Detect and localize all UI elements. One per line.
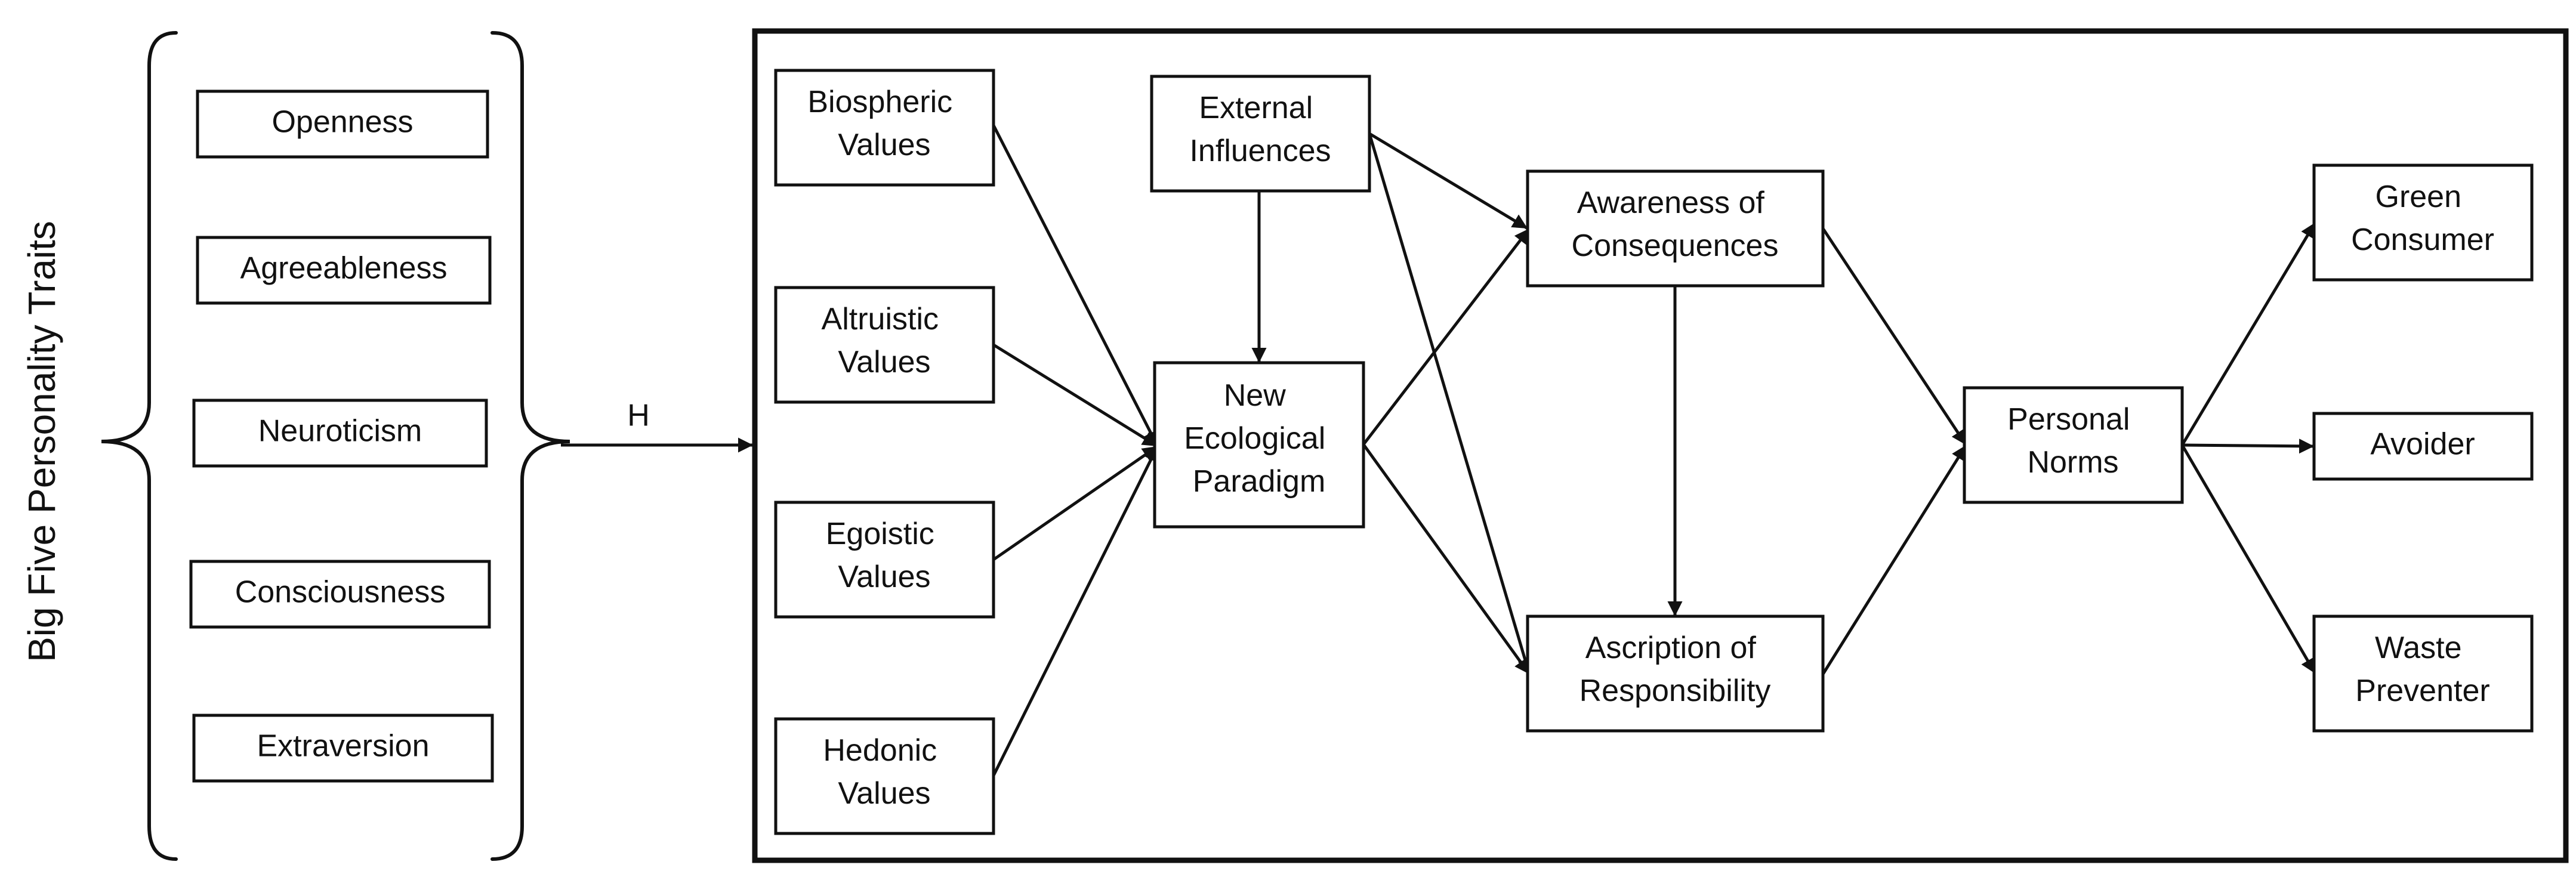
node-egoistic-values-line2: Values <box>838 560 930 594</box>
node-green-consumer: Green Consumer <box>2312 163 2534 282</box>
svg-text:Altruistic Values: Altruistic Values <box>822 302 948 379</box>
node-biospheric-values-line1: Biospheric <box>807 85 952 119</box>
node-external-influences-line1: External <box>1199 91 1313 125</box>
node-green-consumer-line2: Consumer <box>2351 223 2494 257</box>
svg-text:Ascription of Responsibi: Ascription of Responsibility <box>1579 631 1771 708</box>
left-brace <box>101 31 178 861</box>
trait-extraversion: Extraversion <box>192 714 494 783</box>
node-altruistic-values: Altruistic Values <box>774 286 995 404</box>
node-awareness-line1: Awareness of <box>1577 186 1765 220</box>
edge-egoistic-to-nep <box>992 444 1159 561</box>
link-h-label: H <box>627 399 650 433</box>
svg-text:External Influences: External Influences <box>1189 91 1331 168</box>
edge-norms-to-avoider <box>2182 438 2315 454</box>
edge-hedonic-to-nep <box>992 445 1159 777</box>
node-ascription-line2: Responsibility <box>1579 674 1771 708</box>
node-awareness-of-consequences: Awareness of Consequences <box>1526 169 1825 288</box>
node-hedonic-values-line1: Hedonic <box>823 733 937 768</box>
node-ascription-line1: Ascription of <box>1585 631 1757 665</box>
edge-nep-to-awareness <box>1362 227 1531 446</box>
svg-text:New Ecological Par: New Ecological Paradigm <box>1184 378 1334 499</box>
right-brace <box>490 31 570 861</box>
edge-nep-to-ascription <box>1362 443 1531 675</box>
node-egoistic-values: Egoistic Values <box>774 501 995 619</box>
edge-biospheric-to-nep <box>992 124 1159 447</box>
svg-text:Egoistic Values: Egoistic Values <box>826 517 943 594</box>
node-altruistic-values-line2: Values <box>838 345 930 379</box>
svg-text:Waste Preventer: Waste Preventer <box>2355 631 2489 708</box>
node-egoistic-values-line1: Egoistic <box>826 517 934 551</box>
trait-consciousness: Consciousness <box>189 560 491 629</box>
node-personal-norms-line1: Personal <box>2007 402 2130 437</box>
node-nep-line2: Ecological <box>1184 421 1325 456</box>
svg-text:Biospheric Values: Biospheric Values <box>807 85 961 162</box>
node-personal-norms: Personal Norms <box>1963 386 2184 504</box>
node-biospheric-values: Biospheric Values <box>774 69 995 187</box>
node-awareness-line2: Consequences <box>1572 228 1779 263</box>
trait-openness-label: Openness <box>272 105 413 140</box>
node-altruistic-values-line1: Altruistic <box>822 302 939 336</box>
edges-layer <box>992 124 2317 777</box>
node-avoider: Avoider <box>2312 412 2534 481</box>
trait-extraversion-label: Extraversion <box>257 729 430 764</box>
edge-norms-to-waste <box>2180 444 2317 675</box>
side-title: Big Five Personality Traits <box>20 221 63 662</box>
node-external-influences: External Influences <box>1150 75 1371 193</box>
trait-agreeableness: Agreeableness <box>196 236 492 305</box>
trait-neuroticism: Neuroticism <box>192 399 488 468</box>
trait-consciousness-label: Consciousness <box>235 575 446 610</box>
node-green-consumer-line1: Green <box>2376 180 2462 214</box>
trait-openness: Openness <box>196 89 489 159</box>
edge-altruistic-to-nep <box>992 343 1159 448</box>
node-avoider-label: Avoider <box>2370 427 2475 462</box>
svg-text:Green Consumer: Green Consumer <box>2351 180 2494 257</box>
svg-text:Hedonic Values: Hedonic Values <box>823 733 945 811</box>
edge-external-to-awareness <box>1368 132 1529 230</box>
node-biospheric-values-line2: Values <box>838 128 930 162</box>
svg-text:Personal Norms: Personal Norms <box>2007 402 2139 480</box>
edge-awareness-to-norms <box>1821 227 1968 446</box>
edge-norms-to-green <box>2180 221 2317 446</box>
node-hedonic-values: Hedonic Values <box>774 717 995 835</box>
model-frame <box>752 28 2569 863</box>
node-waste-preventer: Waste Preventer <box>2312 614 2534 733</box>
svg-text:Awareness of Consequence: Awareness of Consequences <box>1572 186 1779 263</box>
trait-neuroticism-label: Neuroticism <box>258 414 422 449</box>
edge-ascription-to-norms <box>1821 444 1968 675</box>
node-hedonic-values-line2: Values <box>838 776 930 811</box>
node-ascription-of-responsibility: Ascription of Responsibility <box>1526 614 1825 733</box>
node-external-influences-line2: Influences <box>1189 134 1331 168</box>
edge-external-to-ascription <box>1368 133 1532 675</box>
trait-agreeableness-label: Agreeableness <box>240 251 448 286</box>
node-personal-norms-line2: Norms <box>2027 445 2118 480</box>
node-nep-line1: New <box>1224 378 1286 413</box>
node-waste-preventer-line2: Preventer <box>2355 674 2489 708</box>
node-nep-line3: Paradigm <box>1193 464 1326 499</box>
node-new-ecological-paradigm: New Ecological Paradigm <box>1153 361 1365 529</box>
node-waste-preventer-line1: Waste <box>2375 631 2461 665</box>
